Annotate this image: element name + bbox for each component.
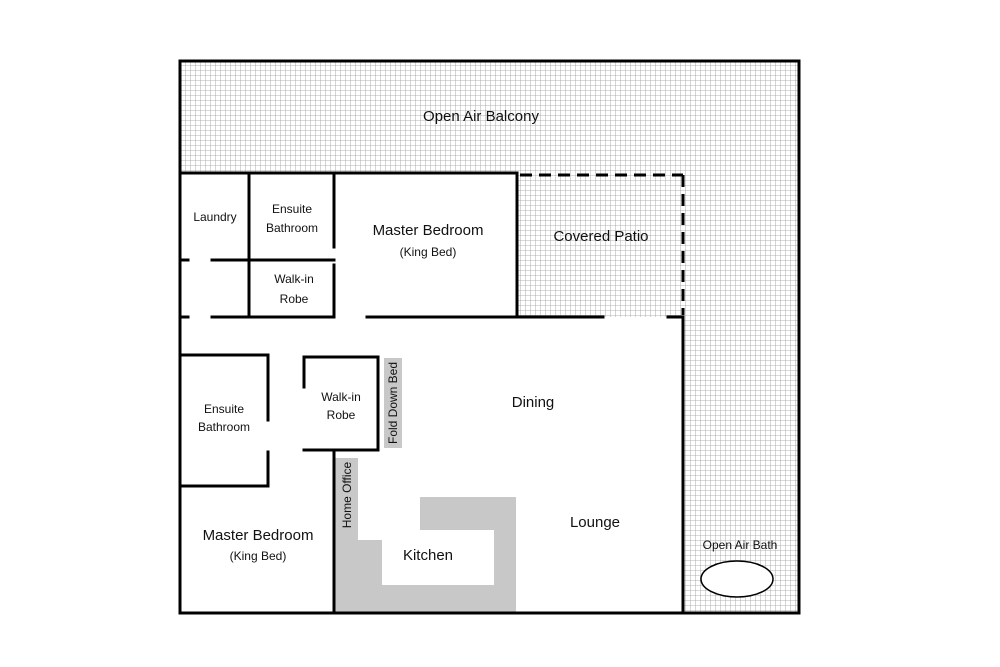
ensuite-top-label-2: Bathroom — [266, 221, 318, 235]
home-office-kitchen-bench — [334, 458, 516, 613]
kitchen-label: Kitchen — [403, 547, 453, 564]
east-balcony-area — [683, 173, 799, 613]
robe-top-label-2: Robe — [280, 292, 309, 306]
fold-down-bed — [384, 358, 402, 448]
outdoor-hatch — [180, 61, 799, 613]
robe-bottom-label-2: Robe — [327, 408, 356, 422]
robe-bottom-label-1: Walk-in — [321, 390, 361, 404]
patio-dashed-edge — [520, 173, 685, 315]
fold-down-bed-label: Fold Down Bed — [386, 362, 400, 444]
master-bottom-sublabel: (King Bed) — [230, 549, 287, 563]
master-top-sublabel: (King Bed) — [400, 245, 457, 259]
fixtures — [334, 358, 516, 613]
balcony-area — [180, 61, 799, 173]
bath-tub — [700, 560, 774, 598]
dining-label: Dining — [512, 394, 555, 411]
home-office-label: Home Office — [340, 461, 354, 528]
master-top-label: Master Bedroom — [373, 222, 484, 239]
open-air-bath-label: Open Air Bath — [703, 538, 778, 552]
ensuite-bottom-label-2: Bathroom — [198, 420, 250, 434]
patio-area — [517, 173, 683, 317]
balcony-label: Open Air Balcony — [423, 108, 539, 125]
robe-top-label-1: Walk-in — [274, 272, 314, 286]
ensuite-bottom-label-1: Ensuite — [204, 402, 244, 416]
covered-patio-label: Covered Patio — [553, 228, 648, 245]
master-bottom-label: Master Bedroom — [203, 527, 314, 544]
lounge-label: Lounge — [570, 514, 620, 531]
laundry-label: Laundry — [193, 210, 236, 224]
ensuite-top-label-1: Ensuite — [272, 202, 312, 216]
walls — [178, 59, 801, 615]
room-labels: Open Air Balcony Laundry Ensuite Bathroo… — [193, 108, 777, 564]
outer-wall — [178, 59, 801, 615]
